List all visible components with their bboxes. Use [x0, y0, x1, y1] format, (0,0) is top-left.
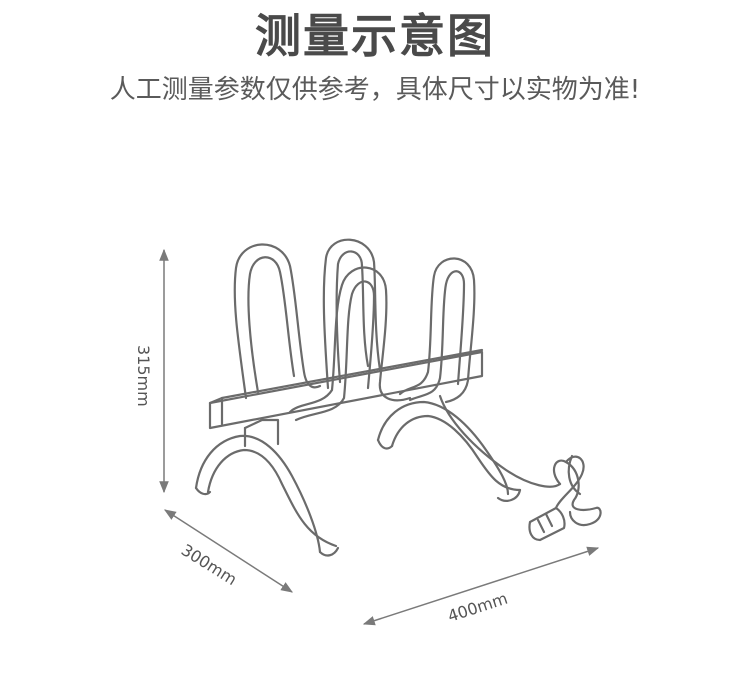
- page-title: 测量示意图: [255, 9, 495, 63]
- depth-dimension-line: [163, 509, 294, 593]
- depth-dimension-label: 300mm: [178, 540, 240, 589]
- width-dimension-line: [362, 546, 600, 626]
- page-subtitle: 人工测量参数仅供参考，具体尺寸以实物为准!: [109, 75, 641, 105]
- height-dimension-label: 315mm: [134, 345, 153, 407]
- shoe-dryer-illustration: [194, 238, 602, 557]
